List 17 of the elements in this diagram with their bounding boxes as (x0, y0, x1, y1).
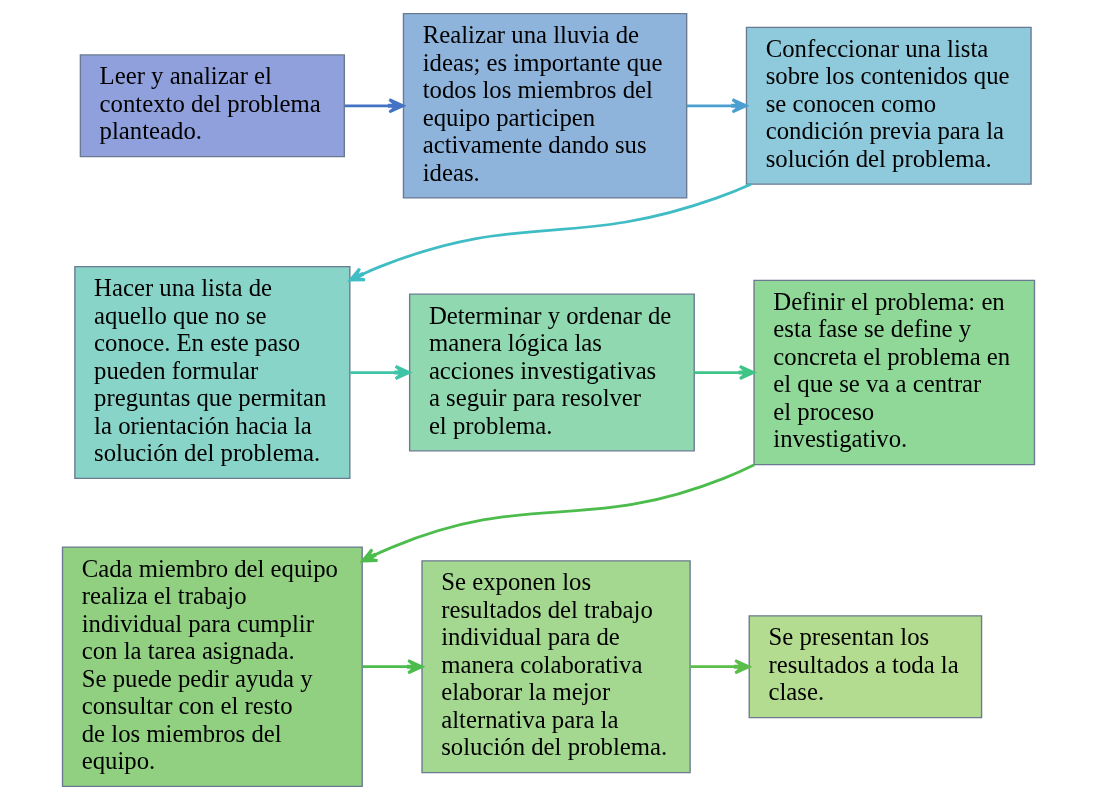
arrow (360, 463, 755, 563)
arrow (693, 364, 755, 381)
arrow (349, 364, 411, 381)
node-box: Definir el problema: en esta fase se define y concreta el problema en el que se va a centrar el proceso investigativo. (752, 279, 1035, 466)
node-box: Cada miembro del equipo realiza el trabajo individual para cumplir con la tarea asignada. Se puede pedir ayuda y consultar con el resto de los miembros del equipo. (61, 546, 363, 787)
node-box: Se exponen los resultados del trabajo individual para de manera colaborativa elaborar la mejor alternativa para la solución del problema. (420, 560, 691, 774)
node-box: Determinar y ordenar de manera lógica las acciones investigativas a seguir para resolver el problema. (408, 293, 695, 452)
node-box: Realizar una lluvia de ideas; es importante que todos los miembros del equipo participen activamente dando sus ideas. (402, 13, 687, 199)
arrow (686, 98, 748, 114)
arrow (348, 182, 752, 282)
node-box: Confeccionar una lista sobre los contenidos que se conocen como condición previa para la solución del problema. (745, 26, 1032, 185)
arrow (344, 98, 405, 114)
arrow (689, 659, 750, 675)
node-box: Leer y analizar el contexto del problema planteado. (79, 54, 345, 158)
arrow (362, 659, 423, 675)
node-box: Hacer una lista de aquello que no se conoce. En este paso pueden formular preguntas que permitan la orientación hacia la solución del problema. (73, 265, 351, 480)
node-box: Se presentan los resultados a toda la clase. (748, 615, 982, 719)
